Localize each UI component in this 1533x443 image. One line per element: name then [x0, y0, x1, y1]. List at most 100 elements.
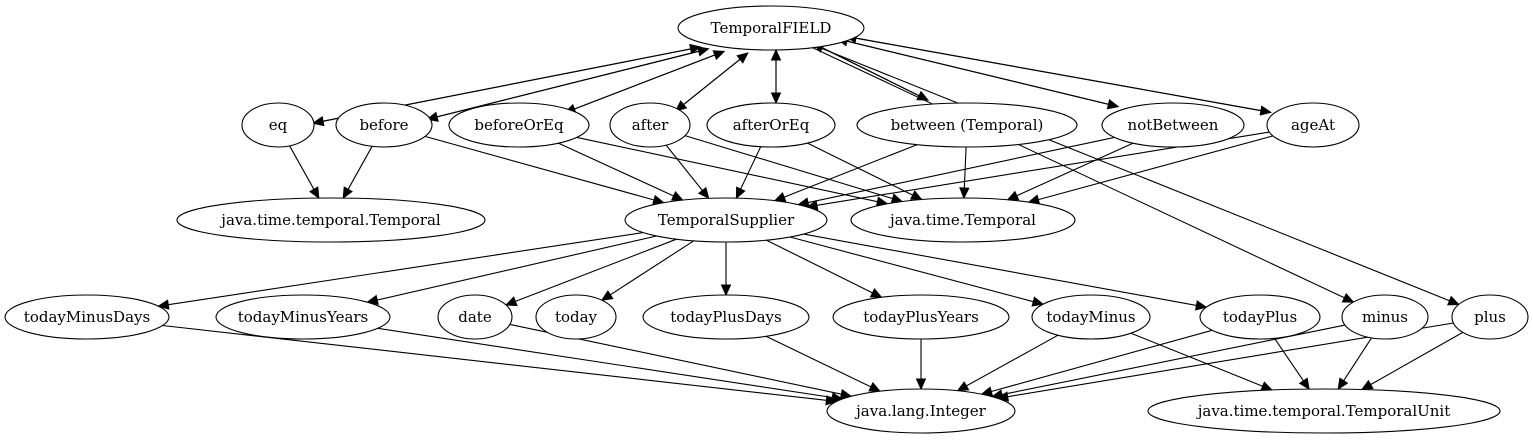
edge-line: [1038, 135, 1274, 201]
arrowhead-icon: [959, 187, 970, 200]
edge-line: [855, 37, 1271, 113]
arrowhead-icon: [1360, 379, 1374, 391]
node-java-lang-integer: java.lang.Integer: [826, 388, 1016, 434]
edge-after-or-eq-to-temporal-field: [770, 48, 782, 103]
edge-plus-to-java-time-temporal-unit: [1360, 331, 1464, 391]
node-date: date: [437, 294, 513, 340]
edge-line: [966, 334, 1059, 387]
edge-temporal-supplier-to-today-plus: [803, 233, 1208, 311]
edge-line: [377, 327, 833, 399]
edge-today-minus-to-java-lang-integer: [956, 334, 1059, 392]
edge-today-plus-years-to-java-lang-integer: [915, 339, 927, 391]
edge-line: [424, 135, 655, 201]
arrowhead-icon: [869, 287, 883, 298]
edge-line: [564, 54, 715, 114]
arrowhead-icon: [670, 190, 684, 201]
arrowhead-icon: [956, 381, 970, 392]
node-label: ageAt: [1291, 116, 1335, 134]
node-label: java.lang.Integer: [854, 402, 987, 420]
edge-minus-to-java-time-temporal-unit: [1337, 337, 1372, 391]
edge-line: [789, 236, 1034, 303]
edge-line: [558, 142, 674, 197]
edge-line: [576, 136, 878, 203]
node-after: after: [609, 102, 691, 148]
edge-not-between-to-temporal-supplier: [797, 136, 1115, 208]
edge-line: [766, 239, 873, 294]
arrowhead-icon: [1341, 292, 1355, 303]
arrowhead-icon: [712, 50, 726, 61]
arrowhead-icon: [736, 52, 749, 64]
edge-line: [803, 233, 1197, 306]
edge-today-minus-to-java-time-temporal-unit: [1130, 332, 1274, 391]
edge-temporal-supplier-to-date: [504, 238, 677, 307]
edge-line: [168, 232, 644, 306]
edge-line: [783, 144, 918, 198]
node-not-between: notBetween: [1101, 102, 1245, 148]
edge-line: [289, 145, 315, 190]
node-label: notBetween: [1128, 116, 1219, 134]
node-label: plus: [1474, 308, 1506, 326]
node-label: todayPlusDays: [670, 308, 781, 326]
node-label: todayPlus: [1223, 308, 1297, 326]
edge-line: [1016, 142, 1134, 197]
edge-line: [812, 47, 1345, 299]
edge-line: [1343, 337, 1372, 381]
node-label: eq: [269, 116, 288, 134]
arrowhead-icon: [735, 186, 746, 200]
edge-line: [427, 50, 699, 120]
edge-before-to-java-time-temporal-temporal: [342, 146, 373, 200]
arrowhead-icon: [309, 186, 320, 200]
arrowhead-icon: [696, 46, 710, 57]
node-before-or-eq: beforeOrEq: [448, 102, 590, 148]
edge-line: [684, 135, 893, 200]
arrowhead-icon: [825, 395, 838, 406]
node-label: java.time.Temporal: [888, 211, 1036, 229]
edge-line: [1130, 332, 1263, 387]
edge-between-temporal-to-java-time-temporal: [959, 146, 970, 200]
arrowhead-icon: [504, 296, 518, 307]
node-label: beforeOrEq: [474, 116, 564, 134]
edge-today-plus-to-java-lang-integer: [980, 329, 1213, 397]
node-after-or-eq: afterOrEq: [706, 102, 836, 148]
arrowhead-icon: [773, 192, 787, 202]
edge-temporal-field-to-minus: [812, 47, 1355, 303]
arrowhead-icon: [600, 290, 614, 301]
edge-eq-to-java-time-temporal-temporal: [289, 145, 320, 200]
edge-after-to-java-time-temporal: [684, 135, 904, 204]
node-temporal-field: TemporalFIELD: [677, 5, 865, 51]
node-label: todayMinus: [1046, 308, 1135, 326]
edge-after-to-temporal-supplier: [665, 144, 710, 200]
arrowhead-icon: [1337, 377, 1349, 391]
edge-today-plus-days-to-java-lang-integer: [765, 335, 881, 392]
arrowhead-icon: [770, 48, 782, 61]
edge-temporal-supplier-to-today-plus-days: [720, 242, 732, 297]
node-before: before: [335, 102, 433, 148]
edge-line: [807, 136, 1115, 204]
node-label: today: [555, 308, 598, 326]
node-label: minus: [1362, 308, 1408, 326]
node-today: today: [535, 294, 617, 340]
edge-temporal-supplier-to-today-minus: [789, 236, 1045, 307]
edge-before-to-temporal-field: [427, 46, 710, 120]
arrowhead-icon: [1194, 300, 1208, 311]
arrowhead-icon: [342, 186, 353, 200]
edge-line: [765, 335, 872, 388]
node-label: after: [632, 116, 669, 134]
node-today-plus: todayPlus: [1199, 294, 1321, 340]
edge-line: [515, 238, 677, 302]
edge-temporal-supplier-to-today-plus-years: [766, 239, 883, 298]
node-today-plus-days: todayPlusDays: [642, 294, 810, 340]
node-today-minus-years: todayMinusYears: [215, 294, 391, 340]
edge-temporal-supplier-to-today: [600, 240, 695, 301]
edge-age-at-to-java-time-temporal: [1027, 135, 1274, 205]
node-plus: plus: [1451, 294, 1529, 340]
arrowhead-icon: [1447, 295, 1460, 306]
node-eq: eq: [241, 102, 315, 148]
arrowhead-icon: [1298, 377, 1310, 391]
node-label: date: [458, 308, 492, 326]
edge-after-to-temporal-field: [675, 52, 749, 112]
edge-line: [740, 146, 762, 190]
edge-temporal-supplier-to-today-minus-years: [366, 235, 657, 306]
edge-line: [822, 47, 929, 101]
node-label: between (Temporal): [891, 116, 1044, 134]
